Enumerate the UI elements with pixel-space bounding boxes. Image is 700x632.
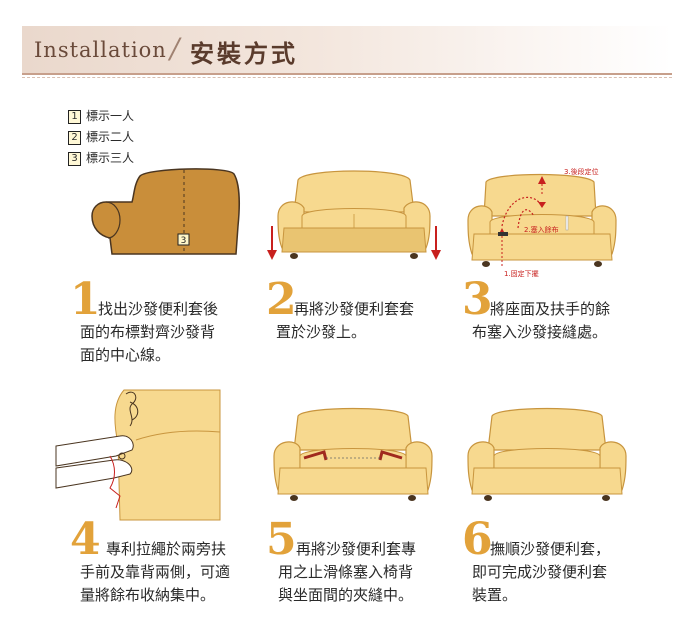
step-text-line: 再將沙發便利套套 [294, 300, 415, 318]
step-text-line: 將座面及扶手的餘 [490, 300, 611, 318]
legend-label: 標示二人 [86, 130, 135, 144]
header-divider [22, 73, 672, 75]
legend-label: 標示三人 [86, 151, 135, 165]
diagram-hands-pull-cord [55, 389, 221, 521]
label-fix-bottom: 1.固定下擺 [504, 269, 539, 278]
diagram-sofa-cover-on [267, 170, 441, 260]
step-text-line: 再將沙發便利套專 [296, 540, 417, 558]
step-text-line: 量將餘布收納集中。 [80, 586, 216, 604]
legend-item-3: 3 標示三人 [68, 148, 134, 169]
diagram-sofa-finished [467, 407, 627, 501]
step-text-line: 即可完成沙發便利套 [472, 563, 608, 581]
step-text-line: 與坐面間的夾縫中。 [278, 586, 414, 604]
legend-item-1: 1 標示一人 [68, 106, 134, 127]
title-english: Installation [34, 38, 167, 62]
step-1-text: 找出沙發便利套後 [98, 298, 218, 321]
step-text-line: 手前及靠背兩側，可適 [80, 563, 231, 581]
step-5-text-cont: 用之止滑條塞入椅背 與坐面間的夾縫中。 [278, 561, 413, 607]
title-chinese: 安裝方式 [190, 39, 298, 68]
step-5-number: 5 [266, 514, 297, 565]
step-4-text: 專利拉繩於兩旁扶 [106, 538, 226, 561]
step-1-text-cont: 面的布標對齊沙發背 面的中心線。 [80, 321, 215, 367]
step-4-number: 4 [70, 514, 101, 565]
step-6-text: 撫順沙發便利套， [490, 538, 610, 561]
step-6-text-cont: 即可完成沙發便利套 裝置。 [472, 561, 607, 607]
step-3-text: 將座面及扶手的餘 [490, 298, 610, 321]
step-3-text-cont: 布塞入沙發接縫處。 [472, 321, 607, 344]
step-text-line: 布塞入沙發接縫處。 [472, 323, 608, 341]
step-text-line: 面的中心線。 [80, 346, 171, 364]
diagram-tag-number: 3 [181, 236, 187, 246]
legend-number-box: 3 [68, 151, 81, 166]
diagram-sofa-tuck: 3.後段定位 2.塞入餘布 1.固定下擺 [467, 167, 617, 278]
legend: 1 標示一人 2 標示二人 3 標示三人 [68, 106, 134, 169]
step-4-text-cont: 手前及靠背兩側，可適 量將餘布收納集中。 [80, 561, 230, 607]
step-text-line: 撫順沙發便利套， [490, 540, 611, 558]
step-text-line: 置於沙發上。 [276, 323, 367, 341]
step-text-line: 面的布標對齊沙發背 [80, 323, 216, 341]
legend-number-box: 1 [68, 109, 81, 124]
label-fix-back: 3.後段定位 [564, 167, 599, 176]
step-5-text: 再將沙發便利套專 [296, 538, 416, 561]
step-1-number: 1 [70, 274, 101, 325]
header-divider-dashed [22, 77, 672, 78]
step-3-number: 3 [462, 274, 493, 325]
title-slash: / [170, 32, 180, 65]
header-banner [22, 26, 672, 74]
step-text-line: 裝置。 [472, 586, 518, 604]
step-6-number: 6 [462, 514, 493, 565]
step-2-number: 2 [266, 274, 297, 325]
step-text-line: 找出沙發便利套後 [98, 300, 219, 318]
legend-label: 標示一人 [86, 109, 135, 123]
diagram-sofa-anti-slip [273, 407, 433, 501]
step-text-line: 用之止滑條塞入椅背 [278, 563, 414, 581]
step-text-line: 專利拉繩於兩旁扶 [106, 540, 227, 558]
step-2-text-cont: 置於沙發上。 [276, 321, 366, 344]
step-2-text: 再將沙發便利套套 [294, 298, 414, 321]
legend-item-2: 2 標示二人 [68, 127, 134, 148]
legend-number-box: 2 [68, 130, 81, 145]
label-insert: 2.塞入餘布 [524, 225, 559, 234]
diagram-sofa-back-view: 3 [91, 168, 240, 255]
